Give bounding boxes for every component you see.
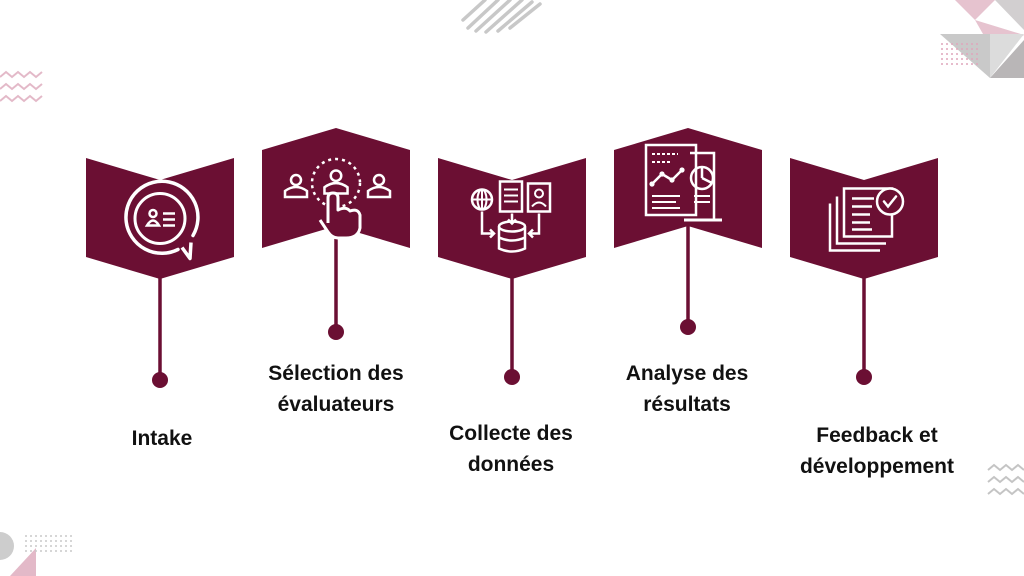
scribble-decoration [461,0,542,34]
connector-dot [328,324,344,340]
corner-decoration [0,532,36,576]
step-label: Intake [131,427,193,450]
hand-select-person-icon [283,157,392,240]
data-collection-icon [470,180,552,253]
connector-dot [856,369,872,385]
step-banner [262,128,410,248]
chat-profile-icon [124,179,200,261]
step-banner [614,128,762,248]
step-5 [790,158,938,385]
documents-check-icon [828,187,905,252]
connector-dot [152,372,168,388]
step-1 [86,158,234,388]
step-2 [262,128,410,340]
triangle-decoration [940,0,1024,78]
step-4 [614,128,762,335]
step-banner [86,158,234,279]
zigzag-decoration [0,70,43,103]
dot-grid-decoration [25,535,72,552]
dot-grid-decoration [941,43,978,65]
zigzag-decoration [987,463,1024,496]
analytics-report-icon [644,143,722,222]
connector-dot [504,369,520,385]
connector-dot [680,319,696,335]
step-3 [438,158,586,385]
